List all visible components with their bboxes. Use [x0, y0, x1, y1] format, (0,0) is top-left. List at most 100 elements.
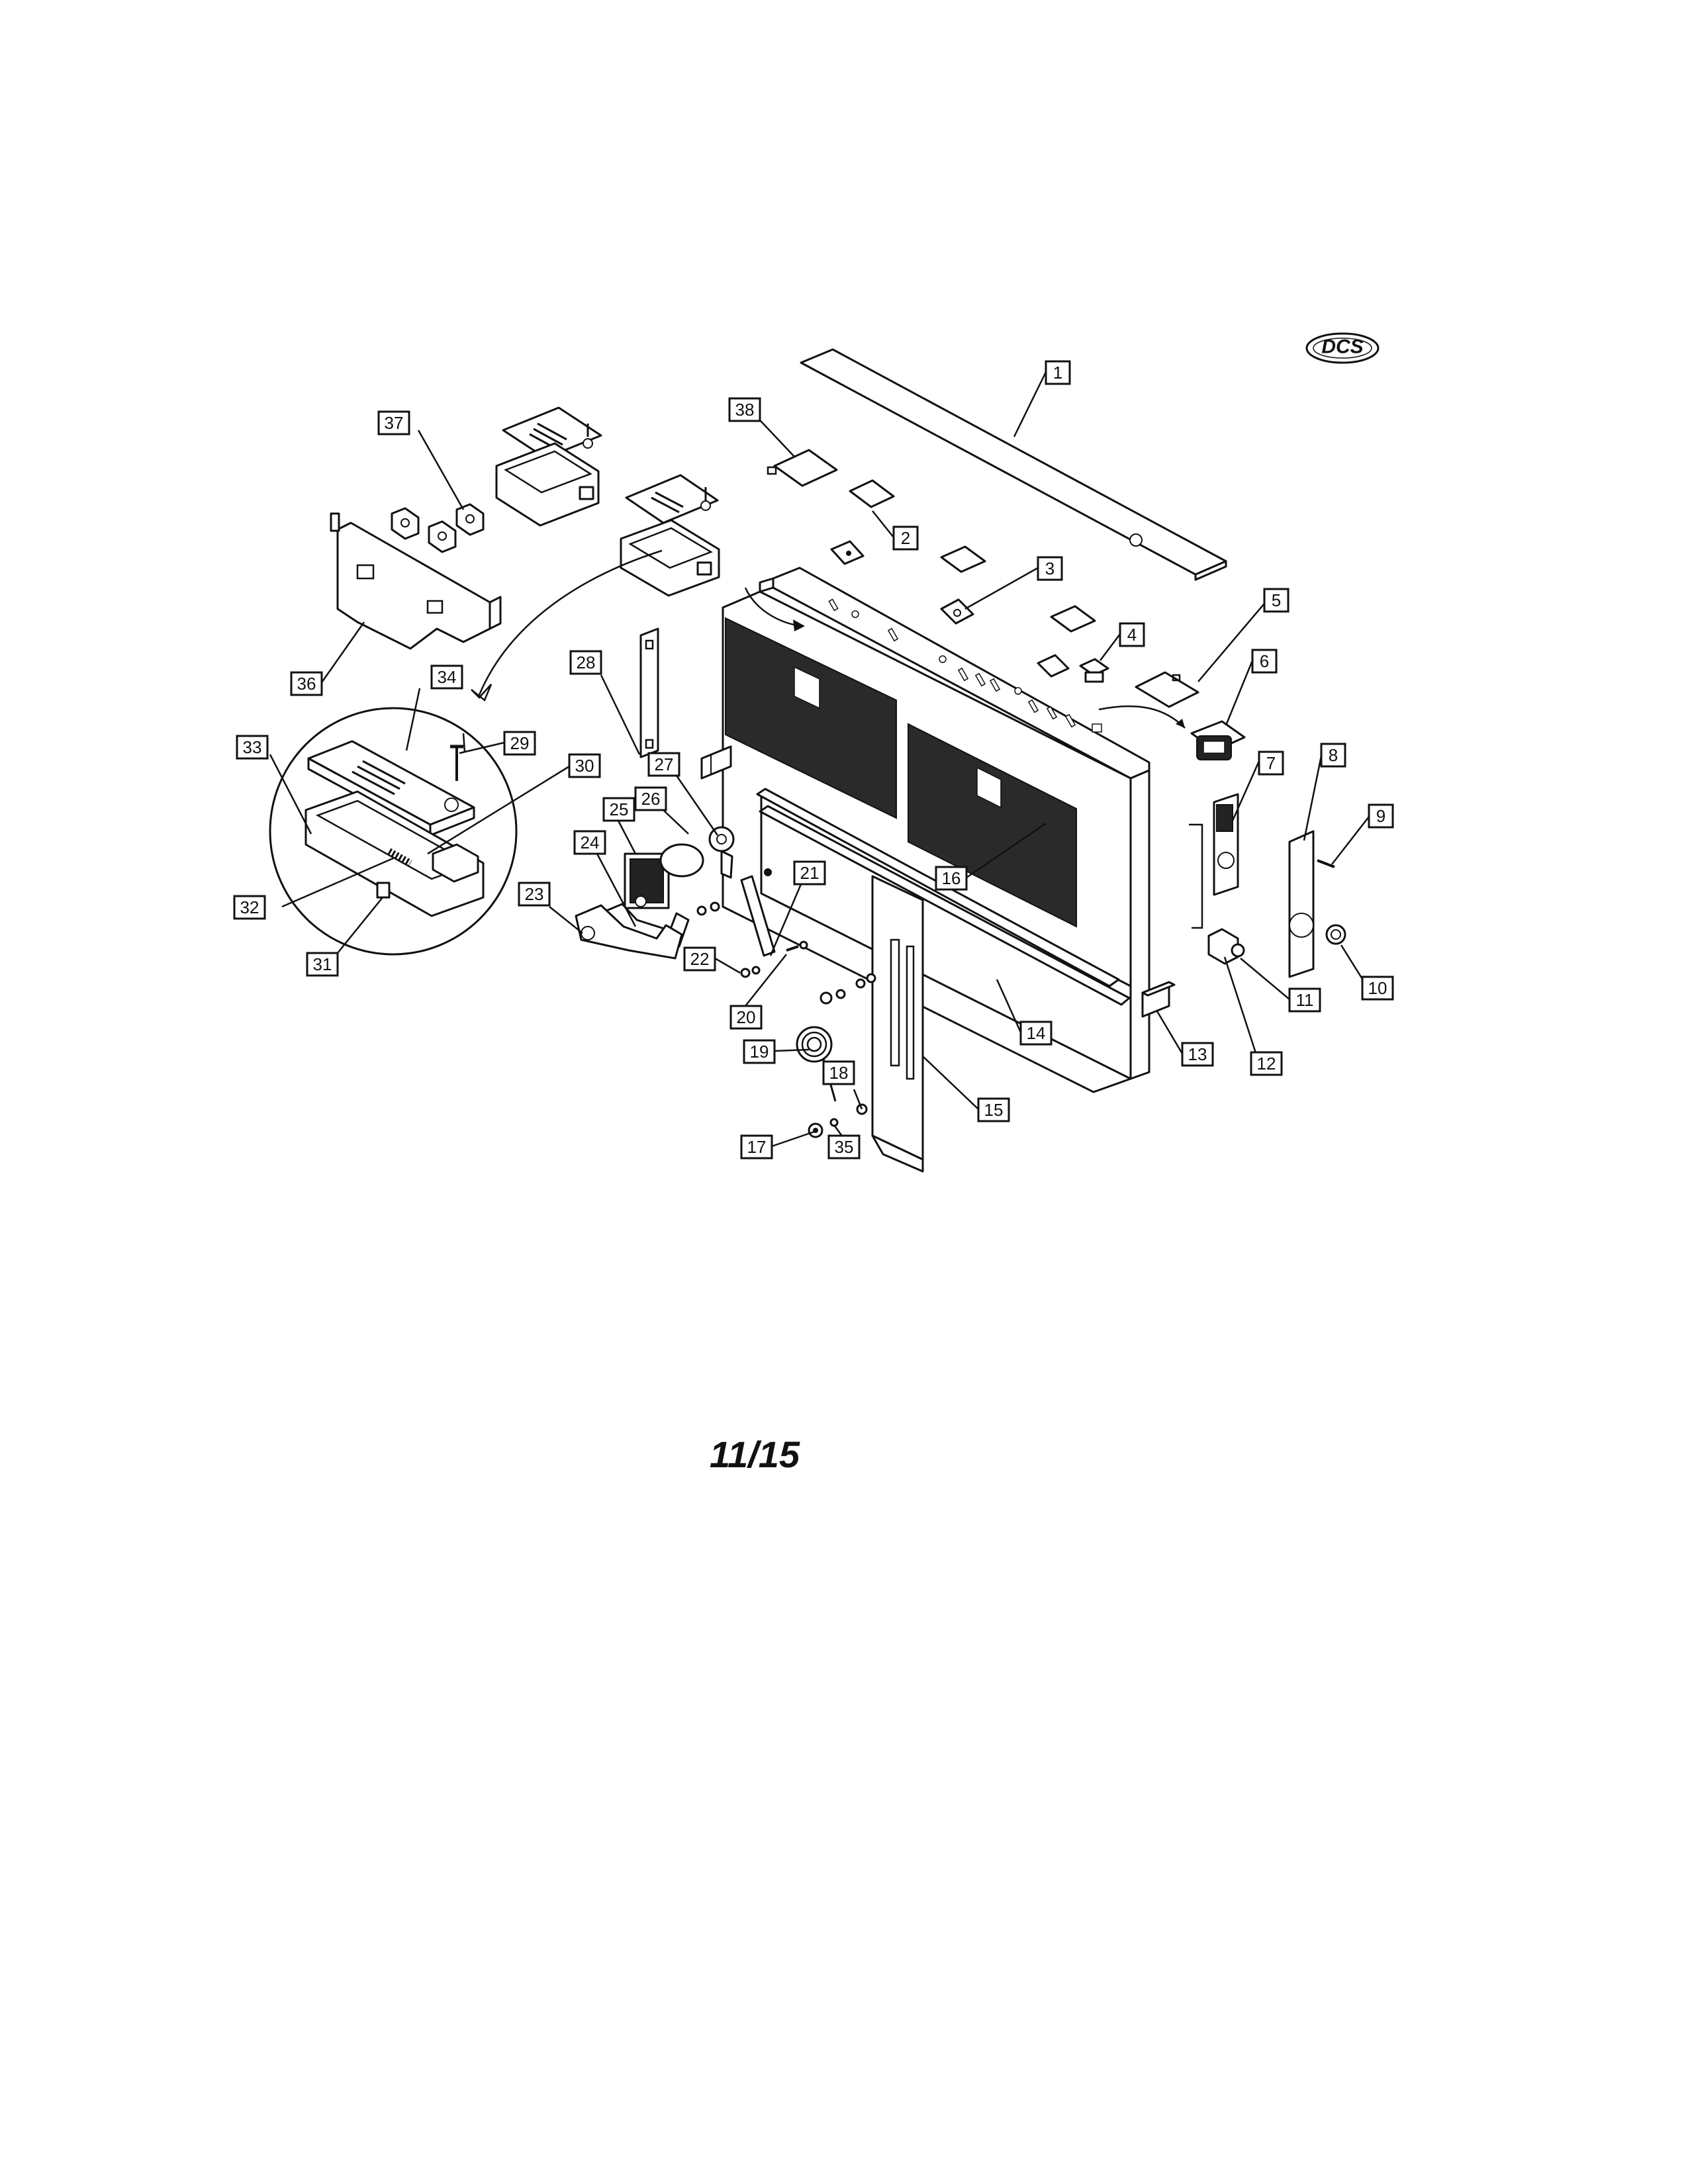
- callout-21: 21: [793, 860, 826, 886]
- part-upper-box-a: [495, 442, 600, 527]
- part-11-bushing: [1231, 943, 1245, 958]
- svg-text:35: 35: [835, 1137, 854, 1157]
- part-14-bottom-rail: [759, 805, 1131, 1006]
- part-20-pin: [786, 940, 808, 952]
- svg-text:33: 33: [243, 737, 262, 757]
- svg-text:31: 31: [313, 954, 332, 974]
- callout-37: 37: [377, 410, 410, 435]
- svg-text:38: 38: [735, 400, 755, 420]
- part-7-bracket-lines: [1189, 823, 1203, 929]
- svg-text:30: 30: [575, 756, 594, 776]
- part-15-vertical-support: [871, 875, 924, 1173]
- part-37-terminal-blocks: [391, 503, 485, 553]
- part-main-control-panel: [722, 567, 1150, 1093]
- callout-20: 20: [729, 1005, 763, 1030]
- callout-22: 22: [683, 946, 716, 972]
- part-22-washers: [696, 901, 761, 978]
- callout-30: 30: [568, 753, 601, 778]
- svg-text:24: 24: [581, 833, 600, 852]
- part-upper-box-b: [620, 519, 720, 597]
- part-plate-b: [940, 545, 986, 573]
- callout-9: 9: [1368, 803, 1394, 829]
- part-screws-small: [820, 973, 876, 1005]
- callout-32: 32: [233, 895, 266, 920]
- callout-4: 4: [1119, 622, 1145, 647]
- svg-text:22: 22: [690, 949, 710, 969]
- part-38-bracket: [767, 449, 838, 487]
- callout-28: 28: [569, 650, 602, 675]
- part-4-switch: [1079, 658, 1109, 683]
- callout-2: 2: [892, 525, 919, 551]
- svg-text:3: 3: [1045, 559, 1055, 578]
- callout-7: 7: [1258, 751, 1284, 776]
- callout-13: 13: [1181, 1042, 1214, 1067]
- svg-text:13: 13: [1188, 1044, 1207, 1064]
- callout-16: 16: [935, 866, 968, 891]
- svg-text:4: 4: [1127, 625, 1137, 645]
- svg-text:5: 5: [1272, 590, 1281, 610]
- callout-3: 3: [1037, 556, 1063, 581]
- svg-text:27: 27: [655, 754, 674, 774]
- page-number: 11/15: [710, 1433, 800, 1475]
- dcs-logo-text: DCS: [1321, 336, 1363, 358]
- svg-text:34: 34: [438, 667, 457, 687]
- callout-36: 36: [290, 671, 323, 696]
- callouts: 1 2 3 4 5 6 7 8 9 10 11 12 13 14 15 16 1…: [233, 360, 1394, 1160]
- callout-5: 5: [1263, 588, 1289, 613]
- part-23-base-bracket: [575, 904, 683, 960]
- svg-text:1: 1: [1053, 363, 1062, 383]
- svg-text:25: 25: [610, 799, 629, 819]
- callout-1: 1: [1045, 360, 1071, 385]
- svg-text:36: 36: [297, 674, 316, 694]
- callout-10: 10: [1361, 976, 1394, 1001]
- svg-text:18: 18: [829, 1063, 849, 1083]
- callout-27: 27: [647, 752, 680, 777]
- part-35-washer: [829, 1118, 839, 1127]
- part-36-mounting-bracket: [330, 512, 502, 650]
- part-plate-small-a: [830, 540, 865, 565]
- part-25-motor: [624, 843, 704, 909]
- svg-text:32: 32: [240, 897, 259, 917]
- callout-25: 25: [602, 797, 635, 822]
- part-13-bracket: [1141, 981, 1176, 1018]
- callout-38: 38: [728, 397, 761, 422]
- part-17-nut: [808, 1122, 823, 1138]
- dcs-logo: DCS: [1305, 332, 1380, 364]
- part-upper-cover-a: [502, 406, 602, 459]
- part-3-clip: [940, 598, 974, 625]
- svg-text:2: 2: [901, 528, 910, 548]
- part-8-faceplate: [1288, 830, 1315, 978]
- svg-text:14: 14: [1027, 1023, 1046, 1043]
- callout-26: 26: [634, 786, 667, 811]
- svg-text:19: 19: [750, 1042, 769, 1062]
- part-2-plate: [849, 479, 895, 508]
- part-plate-c: [1050, 605, 1096, 633]
- svg-text:16: 16: [942, 868, 961, 888]
- svg-text:7: 7: [1266, 753, 1276, 773]
- part-5-cover: [1135, 671, 1199, 708]
- callout-14: 14: [1019, 1021, 1053, 1046]
- svg-text:8: 8: [1329, 745, 1338, 765]
- callout-31: 31: [306, 952, 339, 977]
- svg-text:28: 28: [577, 653, 596, 672]
- svg-text:10: 10: [1368, 978, 1387, 998]
- detail-circle: [269, 707, 518, 956]
- svg-text:26: 26: [641, 789, 661, 809]
- part-7-switch-housing: [1213, 793, 1239, 896]
- callout-35: 35: [827, 1134, 861, 1160]
- callout-24: 24: [573, 830, 606, 855]
- callout-15: 15: [977, 1097, 1010, 1122]
- part-6-rocker-switch: [1190, 720, 1246, 760]
- part-10-knob-nut: [1325, 924, 1346, 945]
- svg-text:6: 6: [1260, 651, 1269, 671]
- svg-text:37: 37: [385, 413, 404, 433]
- callout-17: 17: [740, 1134, 773, 1160]
- part-21-link-arm: [740, 868, 776, 957]
- svg-text:15: 15: [984, 1100, 1004, 1120]
- callout-33: 33: [236, 735, 269, 760]
- svg-text:17: 17: [747, 1137, 767, 1157]
- callout-11: 11: [1288, 987, 1321, 1013]
- part-28-vertical-bar: [639, 627, 659, 758]
- part-plate-d: [1037, 654, 1070, 678]
- callout-18: 18: [822, 1060, 855, 1085]
